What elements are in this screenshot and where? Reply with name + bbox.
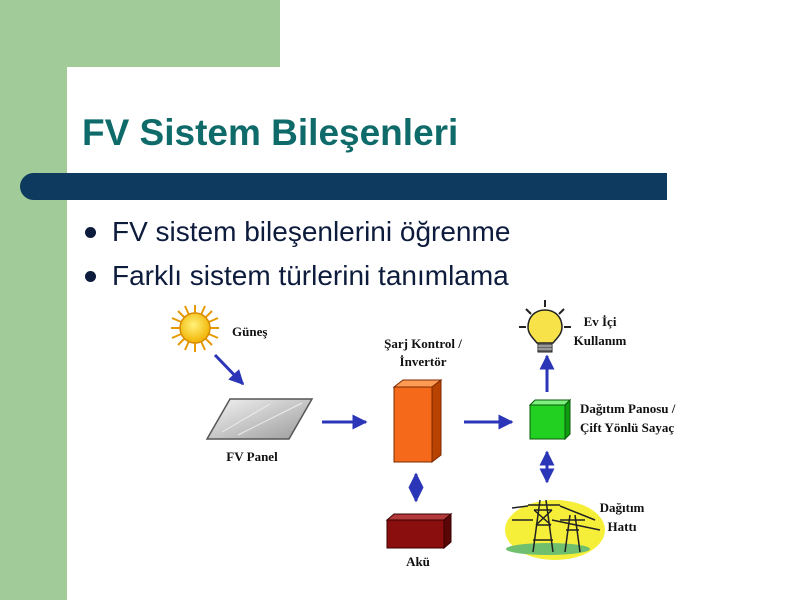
bullet-item: FV sistem bileşenlerini öğrenme [82, 212, 510, 256]
pv-panel-label: FV Panel [226, 449, 278, 464]
power-line-icon [505, 499, 605, 560]
inverter-label-line1: Şarj Kontrol / [384, 336, 462, 351]
distribution-panel-box [528, 398, 572, 441]
bullet-item: Farklı sistem türlerini tanımlama [82, 256, 510, 300]
battery-label: Akü [406, 554, 430, 569]
bullet-text: Farklı sistem türlerini tanımlama [112, 260, 509, 291]
title-divider-bar [20, 173, 667, 200]
distribution-panel-label-line1: Dağıtım Panosu / [580, 401, 676, 416]
distribution-line-label-line1: Dağıtım [600, 500, 645, 515]
home-use-label-line1: Ev İçi [584, 314, 617, 329]
bullet-list: FV sistem bileşenlerini öğrenme Farklı s… [82, 212, 510, 300]
top-band [0, 0, 280, 67]
battery-box [385, 512, 453, 550]
sun-icon [171, 305, 219, 352]
sun-label: Güneş [232, 324, 267, 339]
bullet-text: FV sistem bileşenlerini öğrenme [112, 216, 511, 247]
bullet-dot-icon [85, 227, 96, 238]
charge-inverter-box [392, 378, 443, 464]
distribution-panel-label-line2: Çift Yönlü Sayaç [580, 420, 674, 435]
side-band [0, 0, 67, 600]
distribution-line-label-line2: Hattı [608, 519, 637, 534]
pv-panel-icon [205, 398, 314, 440]
inverter-label-line2: İnvertör [400, 354, 447, 369]
bullet-dot-icon [85, 271, 96, 282]
arrow-sun-to-panel [213, 353, 245, 386]
content-corner [67, 67, 147, 147]
home-use-label-line2: Kullanım [574, 333, 627, 348]
slide-title: FV Sistem Bileşenleri [82, 112, 459, 153]
light-bulb-icon [519, 300, 571, 353]
